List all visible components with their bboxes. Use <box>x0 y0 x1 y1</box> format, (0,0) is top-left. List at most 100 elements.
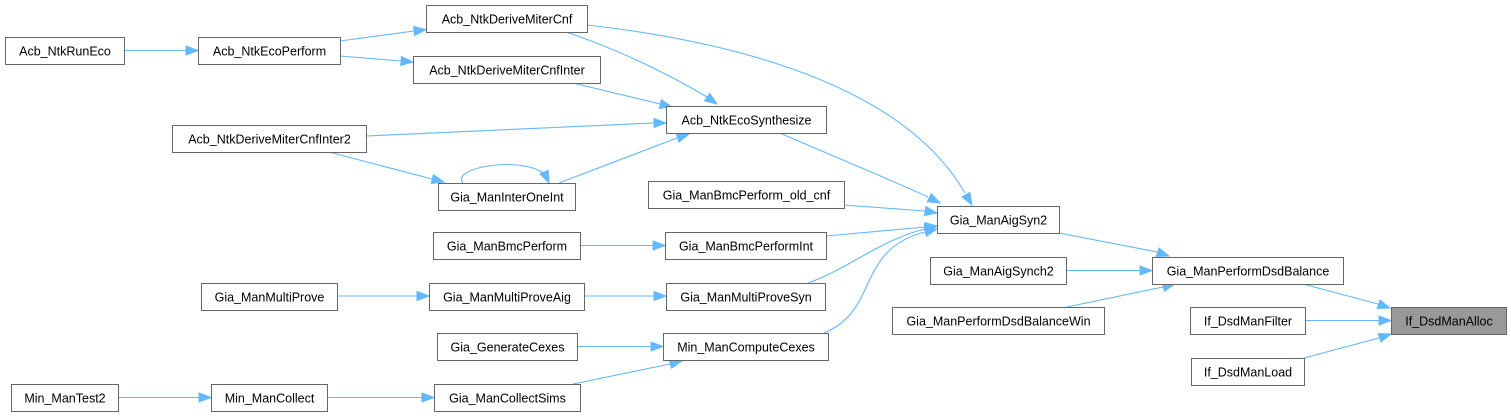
node-box <box>198 37 341 65</box>
edge-line <box>1066 286 1164 308</box>
node-label: Min_ManTest2 <box>24 392 105 406</box>
node-label: Acb_NtkDeriveMiterCnfInter2 <box>188 133 351 147</box>
node-label: Min_ManComputeCexes <box>677 341 815 355</box>
arrowhead-icon <box>1155 247 1171 258</box>
node-If_DsdManAlloc: If_DsdManAlloc <box>1391 307 1507 335</box>
node-Acb_NtkEcoPerform[interactable]: Acb_NtkEcoPerform <box>198 37 341 65</box>
edge-Acb_NtkEcoPerform-to-Acb_NtkDeriveMiterCnf <box>339 25 428 42</box>
node-Gia_ManAigSyn2[interactable]: Gia_ManAigSyn2 <box>937 206 1060 234</box>
node-box <box>5 37 125 65</box>
node-Gia_ManAigSynch2[interactable]: Gia_ManAigSynch2 <box>930 257 1067 285</box>
edge-line <box>558 137 678 184</box>
arrowhead-icon <box>652 240 667 251</box>
edge-Gia_ManPerformDsdBalanceWin-to-Gia_ManPerformDsdBalance <box>1066 281 1177 308</box>
arrowhead-icon <box>653 117 668 129</box>
arrowhead-icon <box>539 169 550 185</box>
edge-line <box>1303 337 1380 359</box>
edge-line <box>1058 232 1158 253</box>
node-Acb_NtkRunEco[interactable]: Acb_NtkRunEco <box>5 37 125 65</box>
edges-layer <box>118 24 1393 403</box>
node-Gia_ManMultiProveAig[interactable]: Gia_ManMultiProveAig <box>429 283 585 311</box>
node-box <box>433 232 581 260</box>
node-box <box>930 257 1067 285</box>
node-If_DsdManFilter[interactable]: If_DsdManFilter <box>1190 307 1306 335</box>
node-label: Gia_ManMultiProve <box>215 291 325 305</box>
node-Gia_GenerateCexes[interactable]: Gia_GenerateCexes <box>437 333 578 361</box>
node-Gia_ManPerformDsdBalance[interactable]: Gia_ManPerformDsdBalance <box>1152 257 1344 285</box>
node-box <box>1152 257 1344 285</box>
node-Min_ManTest2[interactable]: Min_ManTest2 <box>11 384 119 412</box>
edge-Min_ManCollect-to-Gia_ManCollectSims <box>327 392 436 403</box>
node-label: If_DsdManLoad <box>1204 366 1292 380</box>
edge-line <box>1302 283 1379 305</box>
node-Min_ManCollect[interactable]: Min_ManCollect <box>211 384 328 412</box>
node-label: Gia_ManInterOneInt <box>450 191 564 205</box>
node-label: Gia_ManPerformDsdBalance <box>1167 265 1330 279</box>
node-Gia_ManInterOneInt[interactable]: Gia_ManInterOneInt <box>438 183 576 211</box>
node-label: Gia_GenerateCexes <box>451 341 565 355</box>
node-label: Acb_NtkDeriveMiterCnf <box>442 13 573 27</box>
node-label: Gia_ManPerformDsdBalanceWin <box>906 315 1090 329</box>
arrowhead-icon <box>185 45 200 56</box>
edge-line <box>339 55 402 62</box>
node-Acb_NtkDeriveMiterCnfInter[interactable]: Acb_NtkDeriveMiterCnfInter <box>413 56 601 84</box>
node-Acb_NtkEcoSynthesize[interactable]: Acb_NtkEcoSynthesize <box>666 106 827 134</box>
arrowhead-icon <box>1377 332 1393 343</box>
edge-line <box>460 164 546 184</box>
node-Min_ManComputeCexes[interactable]: Min_ManComputeCexes <box>663 333 829 361</box>
edge-Gia_ManAigSyn2-to-Gia_ManPerformDsdBalance <box>1058 232 1171 258</box>
arrowhead-icon <box>923 205 939 217</box>
node-box <box>426 5 588 33</box>
node-box <box>434 384 581 412</box>
edge-line <box>339 30 415 42</box>
arrowhead-icon <box>1139 265 1154 276</box>
node-Gia_ManCollectSims[interactable]: Gia_ManCollectSims <box>434 384 581 412</box>
edge-line <box>823 231 926 334</box>
edge-Gia_ManCollectSims-to-Min_ManComputeCexes <box>572 358 684 385</box>
arrowhead-icon <box>430 173 446 185</box>
node-label: Gia_ManBmcPerform <box>447 240 567 254</box>
edge-line <box>825 226 926 237</box>
node-box <box>438 183 576 211</box>
edge-line <box>807 228 926 284</box>
node-box <box>11 384 119 412</box>
arrowhead-icon <box>1378 315 1393 326</box>
node-box <box>201 283 338 311</box>
node-Gia_ManPerformDsdBalanceWin[interactable]: Gia_ManPerformDsdBalanceWin <box>892 307 1105 335</box>
node-box <box>429 283 585 311</box>
arrowhead-icon <box>412 25 428 37</box>
node-label: Acb_NtkRunEco <box>19 45 111 59</box>
arrowhead-icon <box>650 341 665 352</box>
edge-Gia_ManBmcPerformInt-to-Gia_ManAigSyn2 <box>825 221 939 237</box>
node-box <box>1391 307 1507 335</box>
node-Acb_NtkDeriveMiterCnf[interactable]: Acb_NtkDeriveMiterCnf <box>426 5 588 33</box>
node-label: Gia_ManAigSyn2 <box>950 214 1047 228</box>
edge-Acb_NtkDeriveMiterCnfInter-to-Acb_NtkEcoSynthesize <box>572 82 674 110</box>
node-label: Gia_ManCollectSims <box>449 392 566 406</box>
arrowhead-icon <box>703 92 719 105</box>
node-Gia_ManMultiProveSyn[interactable]: Gia_ManMultiProveSyn <box>666 283 826 311</box>
arrowhead-icon <box>416 290 431 302</box>
edge-line <box>328 151 433 180</box>
node-label: Min_ManCollect <box>225 392 315 406</box>
node-box <box>666 283 826 311</box>
edge-Gia_ManMultiProve-to-Gia_ManMultiProveAig <box>337 290 431 302</box>
node-Gia_ManBmcPerform[interactable]: Gia_ManBmcPerform <box>433 232 581 260</box>
node-box <box>648 181 845 209</box>
node-Gia_ManBmcPerformInt[interactable]: Gia_ManBmcPerformInt <box>665 232 827 260</box>
edge-Gia_ManPerformDsdBalance-to-If_DsdManAlloc <box>1302 283 1392 310</box>
edge-line <box>565 31 708 98</box>
edge-Gia_GenerateCexes-to-Min_ManComputeCexes <box>577 341 665 352</box>
node-box <box>665 232 827 260</box>
edge-If_DsdManFilter-to-If_DsdManAlloc <box>1305 315 1393 326</box>
node-If_DsdManLoad[interactable]: If_DsdManLoad <box>1191 358 1305 386</box>
node-Gia_ManMultiProve[interactable]: Gia_ManMultiProve <box>201 283 338 311</box>
node-Acb_NtkDeriveMiterCnfInter2[interactable]: Acb_NtkDeriveMiterCnfInter2 <box>172 125 367 153</box>
edge-Gia_ManBmcPerform_old_cnf-to-Gia_ManAigSyn2 <box>843 204 939 217</box>
node-label: Gia_ManMultiProveAig <box>443 291 571 305</box>
edge-Gia_ManMultiProveAig-to-Gia_ManMultiProveSyn <box>584 290 668 302</box>
node-Gia_ManBmcPerform_old_cnf[interactable]: Gia_ManBmcPerform_old_cnf <box>648 181 845 209</box>
node-label: Gia_ManAigSynch2 <box>943 265 1054 279</box>
node-box <box>666 106 827 134</box>
node-label: If_DsdManAlloc <box>1405 315 1493 329</box>
